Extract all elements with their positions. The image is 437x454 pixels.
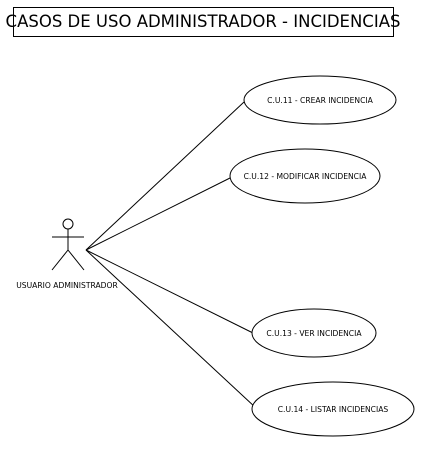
use-case-ellipse bbox=[251, 381, 415, 437]
use-case-cu12[interactable]: C.U.12 - MODIFICAR INCIDENCIA bbox=[229, 148, 381, 204]
diagram-title: CASOS DE USO ADMINISTRADOR - INCIDENCIAS bbox=[6, 7, 401, 37]
use-case-label: C.U.13 - VER INCIDENCIA bbox=[266, 329, 362, 338]
title-text: CASOS DE USO ADMINISTRADOR - INCIDENCIAS bbox=[6, 12, 401, 31]
use-case-cu13[interactable]: C.U.13 - VER INCIDENCIA bbox=[251, 308, 377, 358]
association-cu13 bbox=[85, 249, 254, 334]
actor-label: USUARIO ADMINISTRADOR bbox=[16, 281, 118, 290]
use-case-ellipse bbox=[243, 75, 397, 125]
use-case-cu11[interactable]: C.U.11 - CREAR INCIDENCIA bbox=[243, 75, 397, 125]
actor-left-leg bbox=[51, 249, 69, 271]
use-case-label: C.U.12 - MODIFICAR INCIDENCIA bbox=[244, 172, 368, 181]
association-cu11 bbox=[85, 101, 245, 251]
use-case-ellipse bbox=[229, 148, 381, 204]
actor-usuario-administrador[interactable]: USUARIO ADMINISTRADOR bbox=[16, 218, 118, 290]
use-case-ellipse bbox=[251, 308, 377, 358]
use-case-label: C.U.14 - LISTAR INCIDENCIAS bbox=[278, 405, 389, 414]
use-case-label: C.U.11 - CREAR INCIDENCIA bbox=[267, 96, 374, 105]
title-box bbox=[13, 7, 394, 37]
actor-head bbox=[62, 218, 74, 230]
association-cu14 bbox=[85, 249, 257, 409]
associations bbox=[85, 101, 257, 409]
use-case-cu14[interactable]: C.U.14 - LISTAR INCIDENCIAS bbox=[251, 381, 415, 437]
association-cu12 bbox=[85, 175, 235, 251]
actor-right-leg bbox=[67, 249, 85, 271]
